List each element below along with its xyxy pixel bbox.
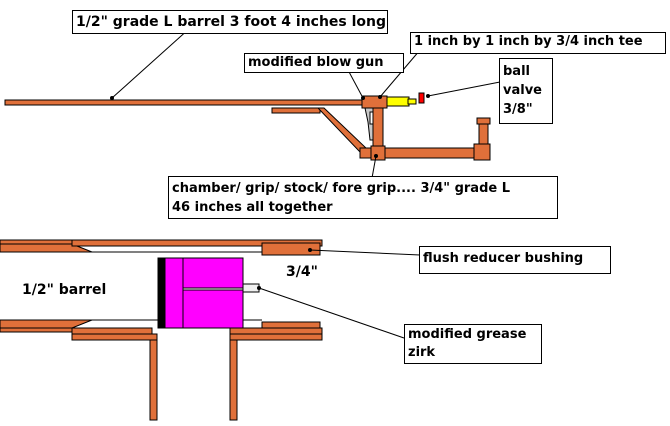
ball-valve-label-line2: valve xyxy=(503,83,542,98)
three-quarter-label: 3/4" xyxy=(286,264,318,280)
grip-tube xyxy=(372,107,384,151)
chamber-wall-top xyxy=(71,239,323,247)
ball-valve-body xyxy=(386,96,410,107)
valve-handle xyxy=(418,92,425,104)
chamber-wall-bottom xyxy=(71,327,153,335)
leader-reducer xyxy=(309,249,421,256)
half-barrel-wall-bottom xyxy=(0,327,73,333)
elbow-right xyxy=(229,333,238,421)
leader-tee xyxy=(379,49,421,98)
leader-valve xyxy=(427,81,501,97)
leader-blow-gun xyxy=(347,69,364,99)
piston-body-bottom xyxy=(182,289,244,329)
tee-fitting xyxy=(361,95,388,109)
zirk-label: modified grease zirk xyxy=(404,324,542,364)
chamber-label-line1: chamber/ grip/ stock/ fore grip.... 3/4"… xyxy=(172,181,511,196)
blow-gun-label: modified blow gun xyxy=(244,53,404,73)
barrel-label: 1/2" grade L barrel 3 foot 4 inches long xyxy=(72,10,388,34)
ball-valve-label-line3: 3/8" xyxy=(503,102,533,117)
fore-grip-stub xyxy=(271,107,321,114)
barrel-pipe xyxy=(4,99,366,106)
ball-valve-end xyxy=(407,98,417,105)
piston-head xyxy=(164,257,184,329)
half-barrel-label: 1/2" barrel xyxy=(22,282,107,298)
chamber-label: chamber/ grip/ stock/ fore grip.... 3/4"… xyxy=(168,176,558,219)
piston-seal xyxy=(157,257,166,329)
reducer-bushing-top xyxy=(261,242,321,256)
half-barrel-wall-top xyxy=(0,239,73,245)
chamber-label-line2: 46 inches all together xyxy=(172,200,333,215)
ball-valve-label-line1: ball xyxy=(503,64,530,79)
reducer-label: flush reducer bushing xyxy=(419,246,611,274)
piston-body-top xyxy=(182,257,244,289)
fore-grip-diagonal xyxy=(316,107,367,153)
tee-label: 1 inch by 1 inch by 3/4 inch tee xyxy=(410,32,666,54)
elbow-left xyxy=(149,333,158,421)
leader-barrel xyxy=(111,27,191,99)
leader-zirk xyxy=(258,287,405,339)
zirk-label-line1: modified grease xyxy=(408,327,527,342)
ball-valve-label: ball valve 3/8" xyxy=(499,58,553,124)
leader-chamber xyxy=(371,155,377,179)
zirk-label-line2: zirk xyxy=(408,345,436,360)
grease-zirk xyxy=(242,283,260,293)
